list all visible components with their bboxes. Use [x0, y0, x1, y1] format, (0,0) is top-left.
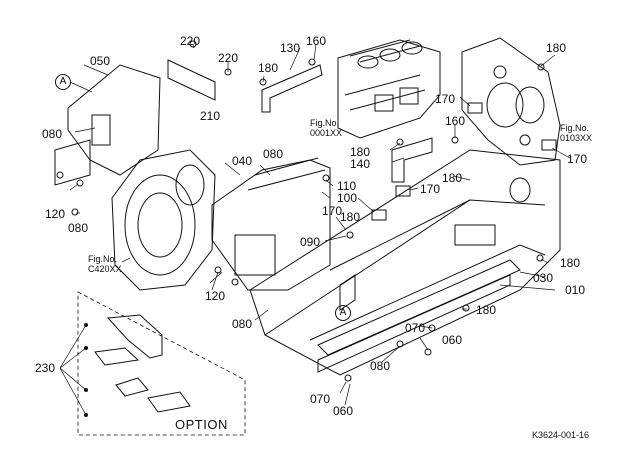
part-label: 080 — [370, 359, 391, 373]
drawing-code: K3624-001-16 — [532, 430, 590, 440]
part-label: 080 — [42, 127, 63, 141]
option-box — [77, 291, 246, 436]
plate-210 — [167, 59, 216, 101]
flywheel-housing — [461, 37, 561, 166]
rubber-mounts-170 — [371, 102, 557, 221]
part-label: 080 — [232, 317, 253, 331]
main-frame-010 — [249, 149, 561, 376]
side-plate-030-lower — [317, 274, 511, 373]
part-label: 180 — [560, 256, 581, 270]
part-label: 070 — [405, 321, 426, 335]
part-label: 160 — [445, 114, 466, 128]
part-label: 060 — [333, 404, 354, 418]
bracket-140 — [391, 137, 433, 183]
bracket-050 — [54, 64, 161, 186]
part-label: 110 — [337, 179, 357, 193]
figure-reference-0103: Fig.No. 0103XX — [560, 123, 593, 143]
bolts — [56, 40, 545, 382]
part-label: 220 — [218, 51, 239, 65]
part-label: 170 — [322, 204, 343, 218]
part-label: 060 — [442, 333, 463, 347]
reference-marker-a: A — [55, 74, 71, 90]
option-label: OPTION — [175, 417, 228, 432]
side-plate-030 — [317, 259, 521, 356]
hydraulic-pump — [111, 149, 216, 291]
part-label: 010 — [565, 283, 586, 297]
part-label: 180 — [350, 145, 371, 159]
part-label: 180 — [258, 61, 279, 75]
part-label: 080 — [263, 147, 284, 161]
part-label: 100 — [337, 191, 358, 205]
part-label: 120 — [45, 207, 66, 221]
part-label: 180 — [476, 303, 497, 317]
option-parts — [59, 314, 191, 417]
part-label: 050 — [90, 54, 111, 68]
part-label: 180 — [442, 171, 463, 185]
part-label: 170 — [420, 182, 441, 196]
bracket-130 — [261, 64, 323, 113]
part-label: 170 — [435, 92, 456, 106]
part-label: 180 — [546, 41, 567, 55]
part-label: 080 — [68, 221, 89, 235]
figure-reference-0001: Fig.No. 0001XX — [310, 118, 343, 138]
figure-reference-c420: Fig.No. C420XX — [88, 254, 122, 274]
part-label: 140 — [350, 157, 371, 171]
part-label: 090 — [300, 235, 321, 249]
part-label: 170 — [567, 152, 588, 166]
frame-040 — [211, 157, 331, 291]
leader-lines — [69, 43, 571, 406]
part-label: 160 — [306, 34, 327, 48]
part-label: 230 — [35, 361, 56, 375]
part-label: 040 — [232, 154, 253, 168]
part-label: 030 — [533, 271, 554, 285]
engine-block — [337, 39, 441, 139]
part-label: 130 — [280, 41, 301, 55]
part-label: 070 — [310, 392, 331, 406]
part-label: 120 — [205, 289, 226, 303]
part-label: 220 — [180, 34, 201, 48]
part-label: 180 — [340, 210, 361, 224]
reference-marker-a: A — [335, 305, 351, 321]
part-label: 210 — [200, 109, 221, 123]
